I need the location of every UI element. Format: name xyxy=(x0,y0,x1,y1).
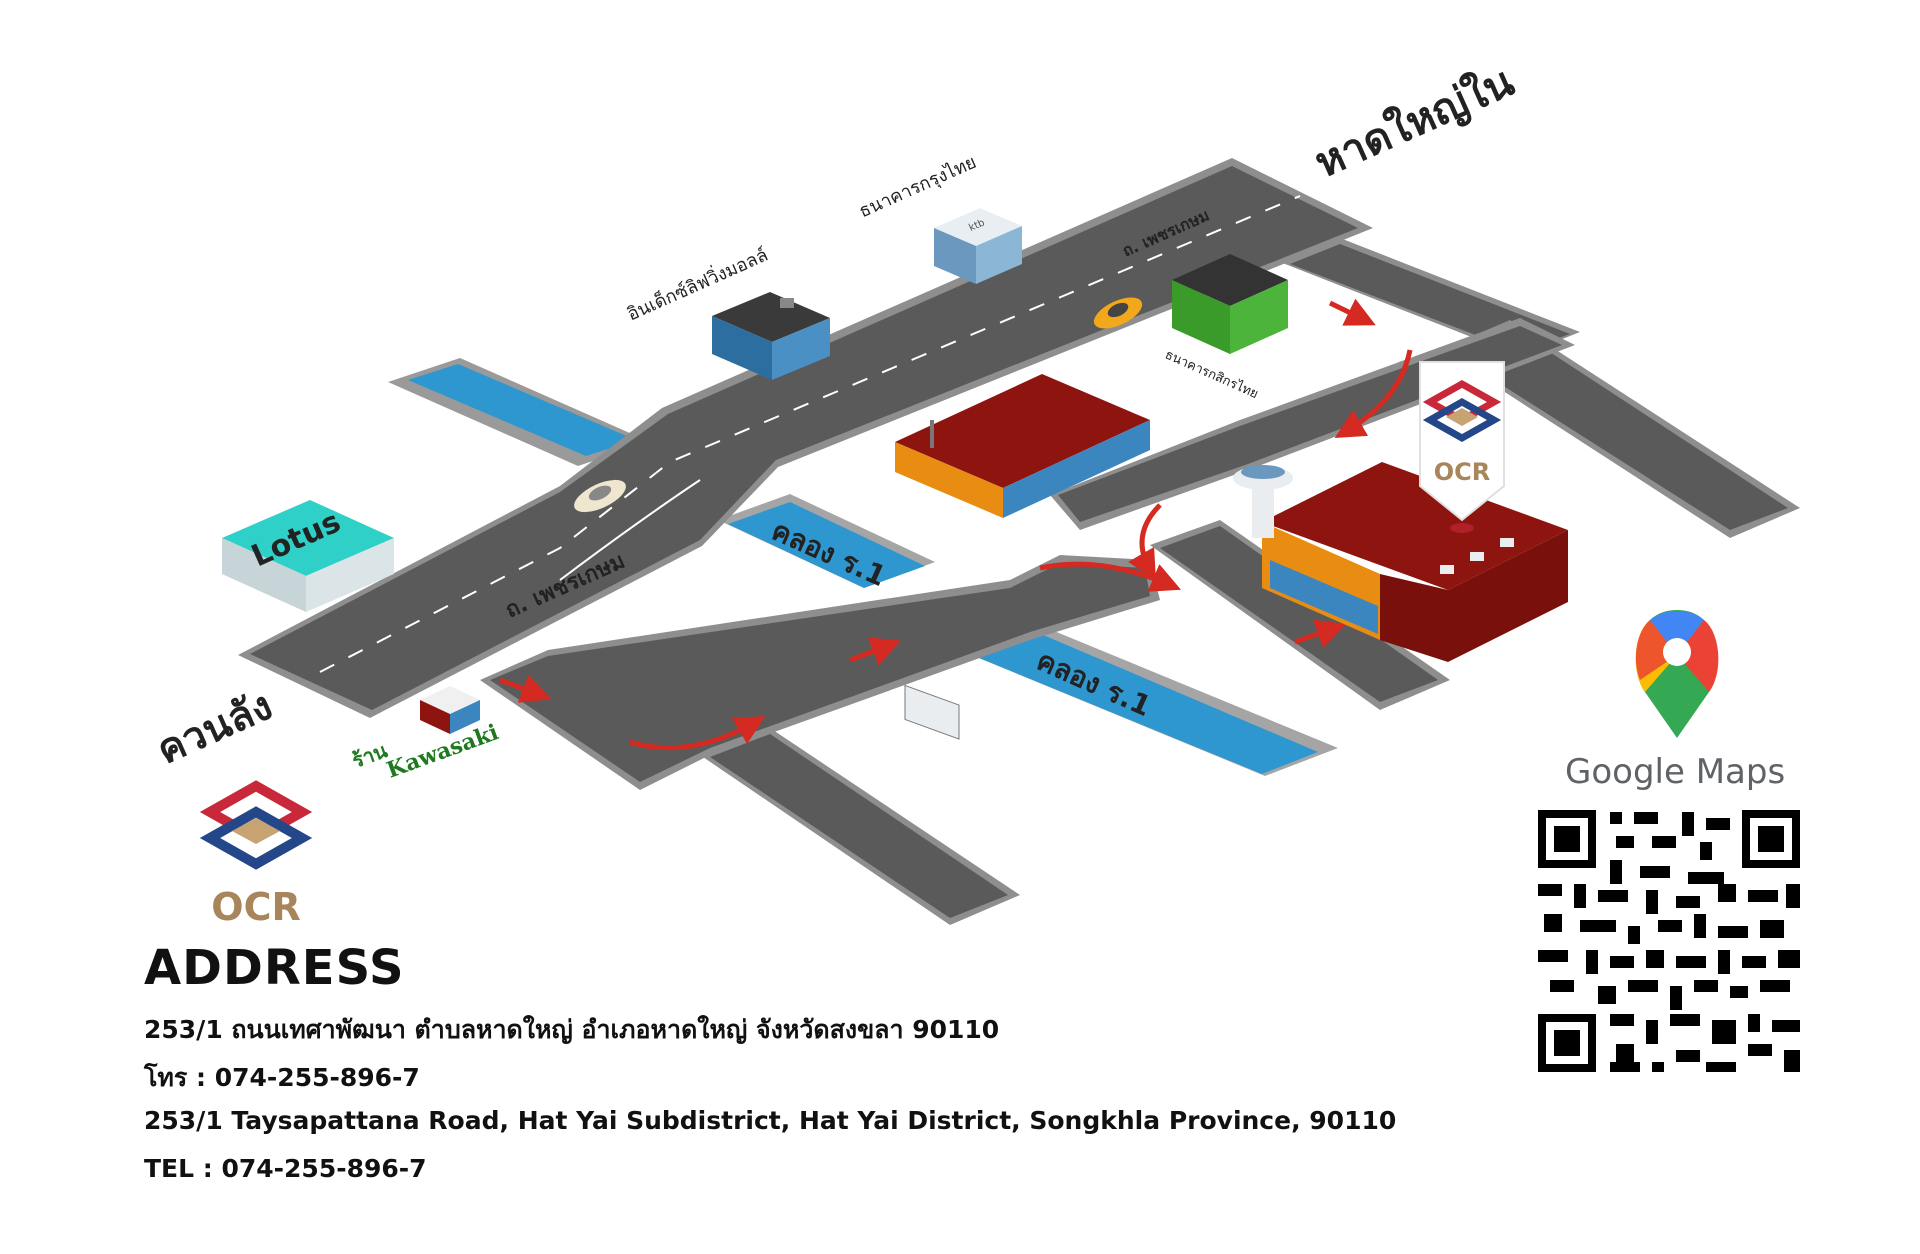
ocr-marker-logo-icon xyxy=(1422,379,1502,443)
index-living-mall-building: อินเด็กซ์ลิฟวิ่งมอลล์ xyxy=(623,242,830,380)
english-address: 253/1 Taysapattana Road, Hat Yai Subdist… xyxy=(144,1106,1397,1135)
canal-left xyxy=(388,358,650,466)
ocr-location-marker: OCR xyxy=(1419,361,1505,533)
canal-lower xyxy=(935,612,1338,776)
area-label-khuan-lang: ควนลัง xyxy=(150,683,279,774)
google-wordmark: Google xyxy=(1565,752,1685,792)
area-label-hat-yai-nai: หาดใหญ่ใน xyxy=(1307,56,1521,188)
canal-upper xyxy=(718,494,935,588)
kasikorn-bank-label: ธนาคารกสิกรไทย xyxy=(1162,347,1260,402)
car-yellow xyxy=(1093,297,1143,329)
qr-code-icon xyxy=(1534,806,1804,1076)
ocr-warehouse-building xyxy=(1233,462,1568,662)
address-title: ADDRESS xyxy=(144,940,405,996)
ocr-company-logo-text: OCR xyxy=(211,885,300,929)
ocr-company-logo-icon xyxy=(199,780,313,870)
thai-address: 253/1 ถนนเทศาพัฒนา ตำบลหาดใหญ่ อำเภอหาดใ… xyxy=(144,1015,1000,1044)
english-phone: TEL : 074-255-896-7 xyxy=(144,1154,427,1183)
thai-phone: โทร : 074-255-896-7 xyxy=(144,1063,420,1092)
krungthai-bank-label: ธนาคารกรุงไทย xyxy=(856,151,980,222)
lotus-building: Lotus xyxy=(222,500,394,612)
ocr-marker-logo-text: OCR xyxy=(1434,458,1491,486)
car-white xyxy=(574,479,626,513)
maps-wordmark: Maps xyxy=(1695,752,1786,792)
ocr-company-logo: OCR xyxy=(199,780,313,929)
direction-arrows xyxy=(499,298,1413,751)
google-maps-wordmark: Google Maps xyxy=(1565,752,1785,792)
krungthai-bank-building: ktb ธนาคารกรุงไทย xyxy=(856,151,1022,284)
kawasaki-shop-prefix: ร้าน xyxy=(349,738,391,773)
kasikorn-bank-building: ธนาคารกสิกรไทย xyxy=(1162,254,1288,402)
google-maps-pin-icon xyxy=(1635,610,1719,738)
billboard-building xyxy=(895,374,1150,740)
